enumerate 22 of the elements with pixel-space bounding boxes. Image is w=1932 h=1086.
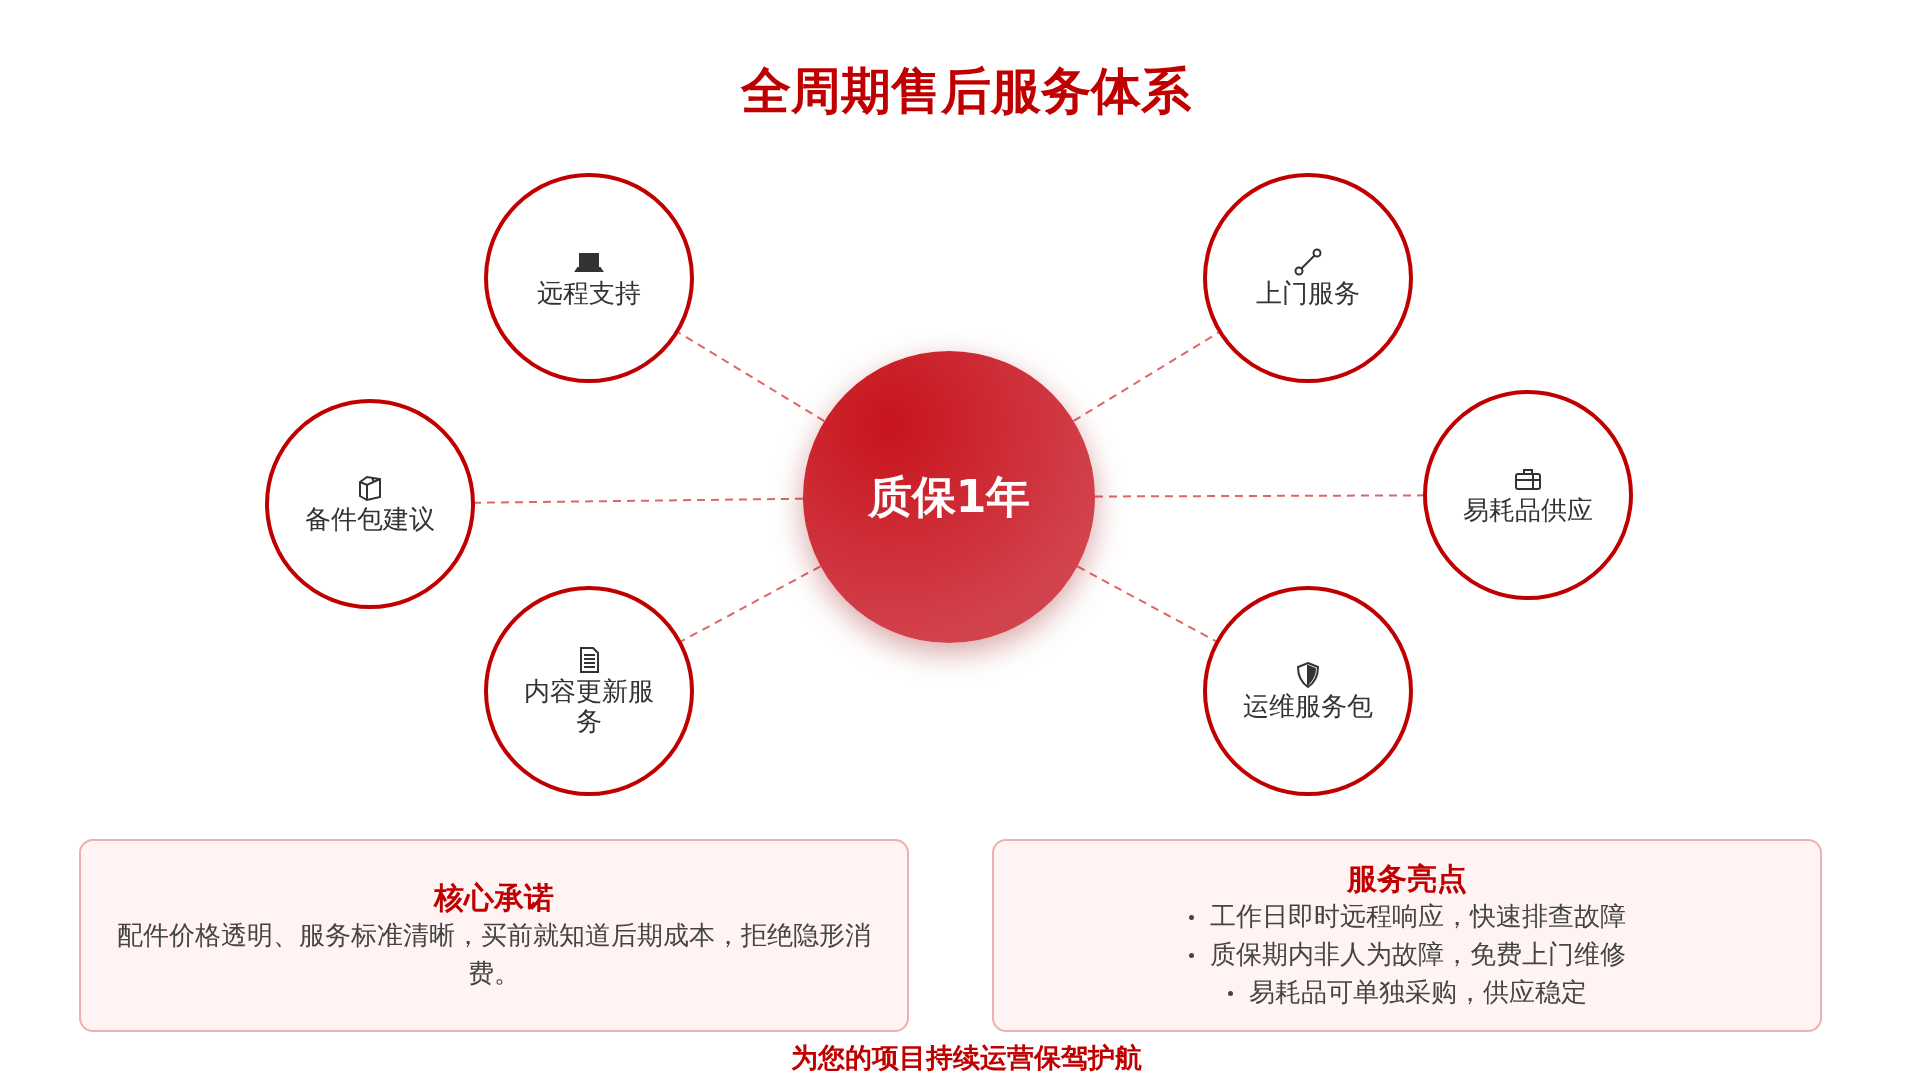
- bullet-item: 工作日即时远程响应，快速排查故障: [1188, 898, 1626, 937]
- node-label: 易耗品供应: [1462, 496, 1594, 526]
- bullet-item: 质保期内非人为故障，免费上门维修: [1188, 936, 1626, 974]
- info-card: [992, 839, 1822, 1032]
- connector-line: [1076, 565, 1217, 643]
- connector-line: [680, 565, 822, 643]
- node-label: 运维服务包: [1242, 692, 1374, 722]
- bullet-item: 易耗品可单独采购，供应稳定: [1188, 973, 1626, 1012]
- connector-line: [474, 497, 804, 504]
- node-label: 备件包建议: [304, 505, 436, 535]
- info-card: [79, 839, 909, 1032]
- card-text: 配件价格透明、服务标准清晰，买前就知道后期成本，拒绝隐形消费。: [116, 919, 872, 990]
- connector-line: [677, 331, 826, 423]
- connector-line: [1094, 494, 1424, 498]
- node-label: 上门服务: [1255, 279, 1361, 309]
- footer-slogan: 为您的项目持续运营保驾护航: [789, 1041, 1143, 1075]
- diagram-title: 全周期售后服务体系: [739, 61, 1192, 122]
- node-label: 质保1年: [867, 469, 1031, 524]
- card-heading: 核心承诺: [434, 879, 554, 918]
- node-label: 内容更新服务: [523, 677, 655, 737]
- node-label: 远程支持: [536, 279, 642, 309]
- card-heading: 服务亮点: [1347, 860, 1467, 899]
